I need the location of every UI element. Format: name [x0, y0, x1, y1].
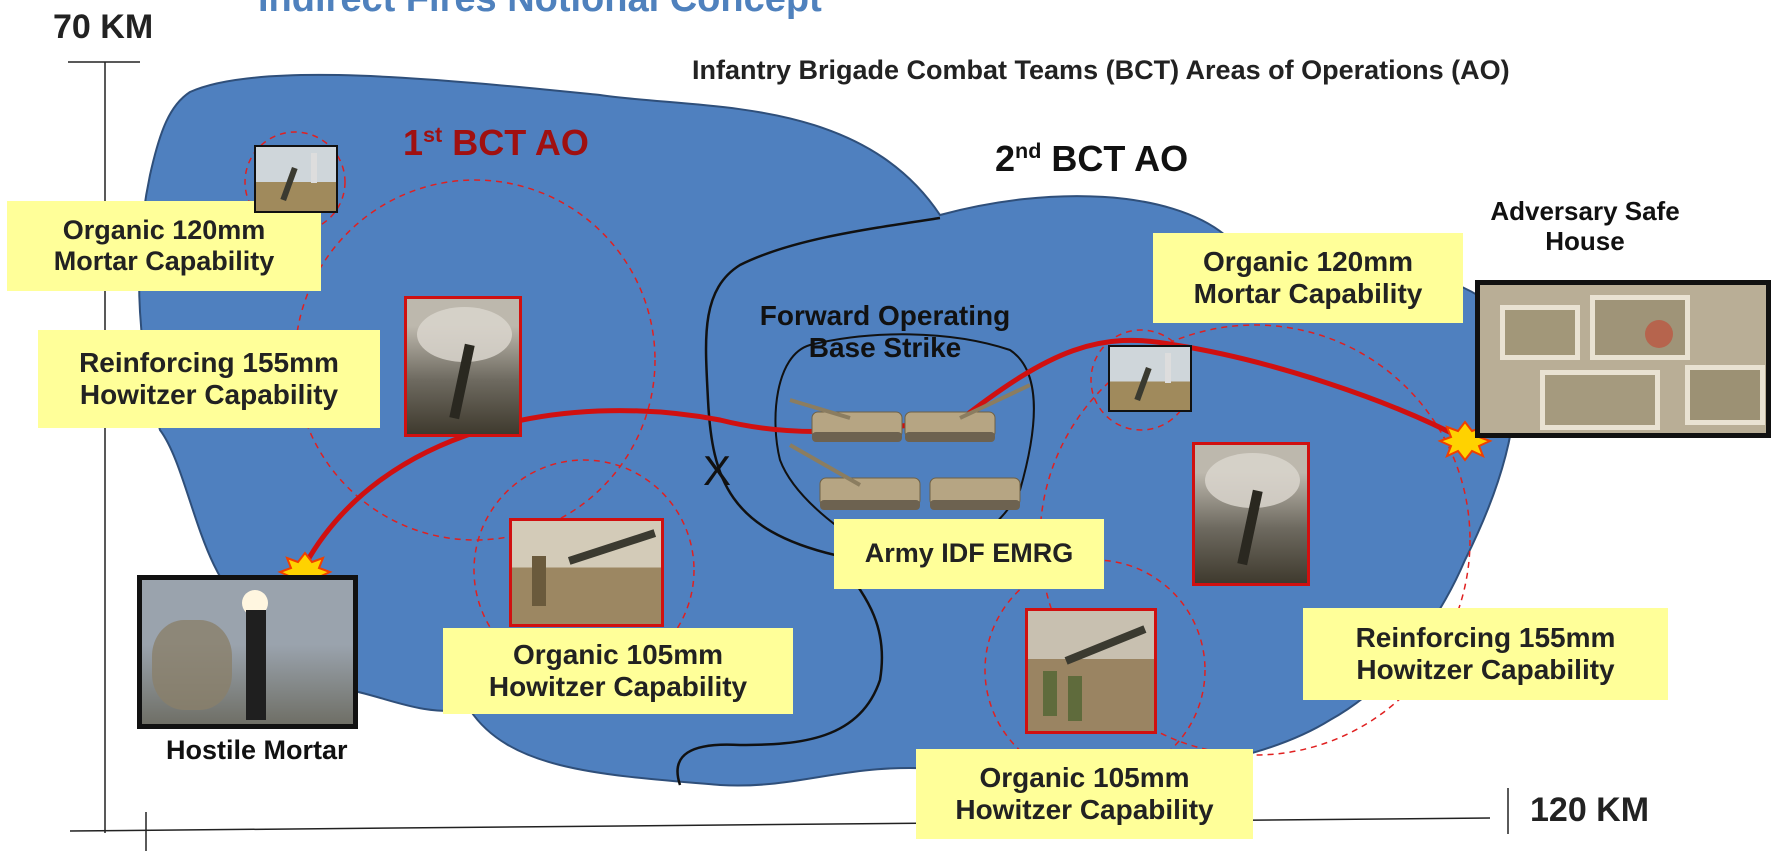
callout-line1: Army IDF EMRG: [864, 538, 1074, 569]
adversary-line1: Adversary Safe: [1490, 196, 1680, 226]
bct2-label: 2nd BCT AO: [995, 138, 1188, 180]
callout-line2: Howitzer Capability: [488, 671, 748, 702]
callout-line1: Organic 105mm: [512, 638, 724, 670]
hostile-mortar-label: Hostile Mortar: [166, 735, 348, 765]
y-axis-label: 70 KM: [53, 8, 154, 46]
howitzer-105-photo-bottom: [1025, 608, 1157, 734]
fob-strike-line1: Forward Operating: [759, 300, 1011, 331]
callout-emrg: Army IDF EMRG: [834, 519, 1104, 589]
howitzer-155-photo-left: [404, 296, 522, 437]
bct-boundary-line: [676, 216, 941, 786]
howitzer-155-photo-right: [1192, 442, 1310, 586]
callout-line1: Reinforcing 155mm: [1355, 621, 1616, 653]
callout-line1: Organic 120mm: [1202, 245, 1414, 277]
emrg-vehicle-1: [789, 398, 903, 442]
callout-line2: Howitzer Capability: [955, 794, 1214, 825]
emrg-vehicles: [789, 383, 1031, 510]
emrg-vehicle-4: [929, 477, 1021, 510]
callout-line1: Organic 120mm: [62, 214, 266, 245]
callout-howitzer-105-bottom: Organic 105mm Howitzer Capability: [916, 749, 1253, 839]
fob-strike-label: Forward Operating Base Strike: [750, 300, 1020, 364]
bct1-text: BCT AO: [442, 122, 589, 163]
callout-line1: Reinforcing 155mm: [79, 346, 339, 378]
bct1-label: 1st BCT AO: [403, 122, 589, 164]
fob-strike-line2: Base Strike: [808, 332, 962, 364]
emrg-vehicle-2: [904, 383, 1031, 442]
callout-line1: Organic 105mm: [979, 761, 1190, 793]
callout-line2: Mortar Capability: [1193, 278, 1423, 309]
hostile-mortar-photo: [137, 575, 358, 729]
axes: [68, 61, 1509, 851]
safe-house-aerial-photo: [1475, 280, 1771, 438]
callout-howitzer-105-center: Organic 105mm Howitzer Capability: [443, 628, 793, 714]
bct1-number: 1: [403, 122, 424, 163]
adversary-line2: House: [1545, 225, 1625, 256]
callout-mortar-120-left: Organic 120mm Mortar Capability: [7, 201, 321, 291]
bct2-ordinal: nd: [1015, 138, 1042, 163]
bct2-text: BCT AO: [1041, 138, 1189, 179]
emrg-vehicle-3: [789, 443, 921, 510]
x-axis: [69, 817, 1491, 832]
bct2-number: 2: [995, 138, 1016, 179]
range-ring-105-center: [473, 459, 695, 681]
mortar-photo-right: [1108, 345, 1192, 412]
howitzer-105-photo-center: [509, 518, 664, 627]
bct1-ordinal: st: [423, 122, 443, 147]
callout-line2: Mortar Capability: [53, 246, 275, 276]
callout-line2: Howitzer Capability: [1356, 654, 1615, 685]
callout-howitzer-155-right: Reinforcing 155mm Howitzer Capability: [1303, 608, 1668, 700]
adversary-safe-house-label: Adversary Safe House: [1455, 196, 1715, 257]
diagram-subtitle: Infantry Brigade Combat Teams (BCT) Area…: [692, 55, 1510, 85]
mortar-photo-left: [254, 145, 338, 213]
callout-howitzer-155-left: Reinforcing 155mm Howitzer Capability: [38, 330, 380, 428]
slide-title: Indirect Fires Notional Concept: [258, 0, 822, 21]
x-axis-label: 120 KM: [1530, 791, 1650, 829]
callout-line2: Howitzer Capability: [79, 379, 339, 410]
engagement-marker: X: [703, 447, 731, 494]
callout-mortar-120-right: Organic 120mm Mortar Capability: [1153, 233, 1463, 323]
